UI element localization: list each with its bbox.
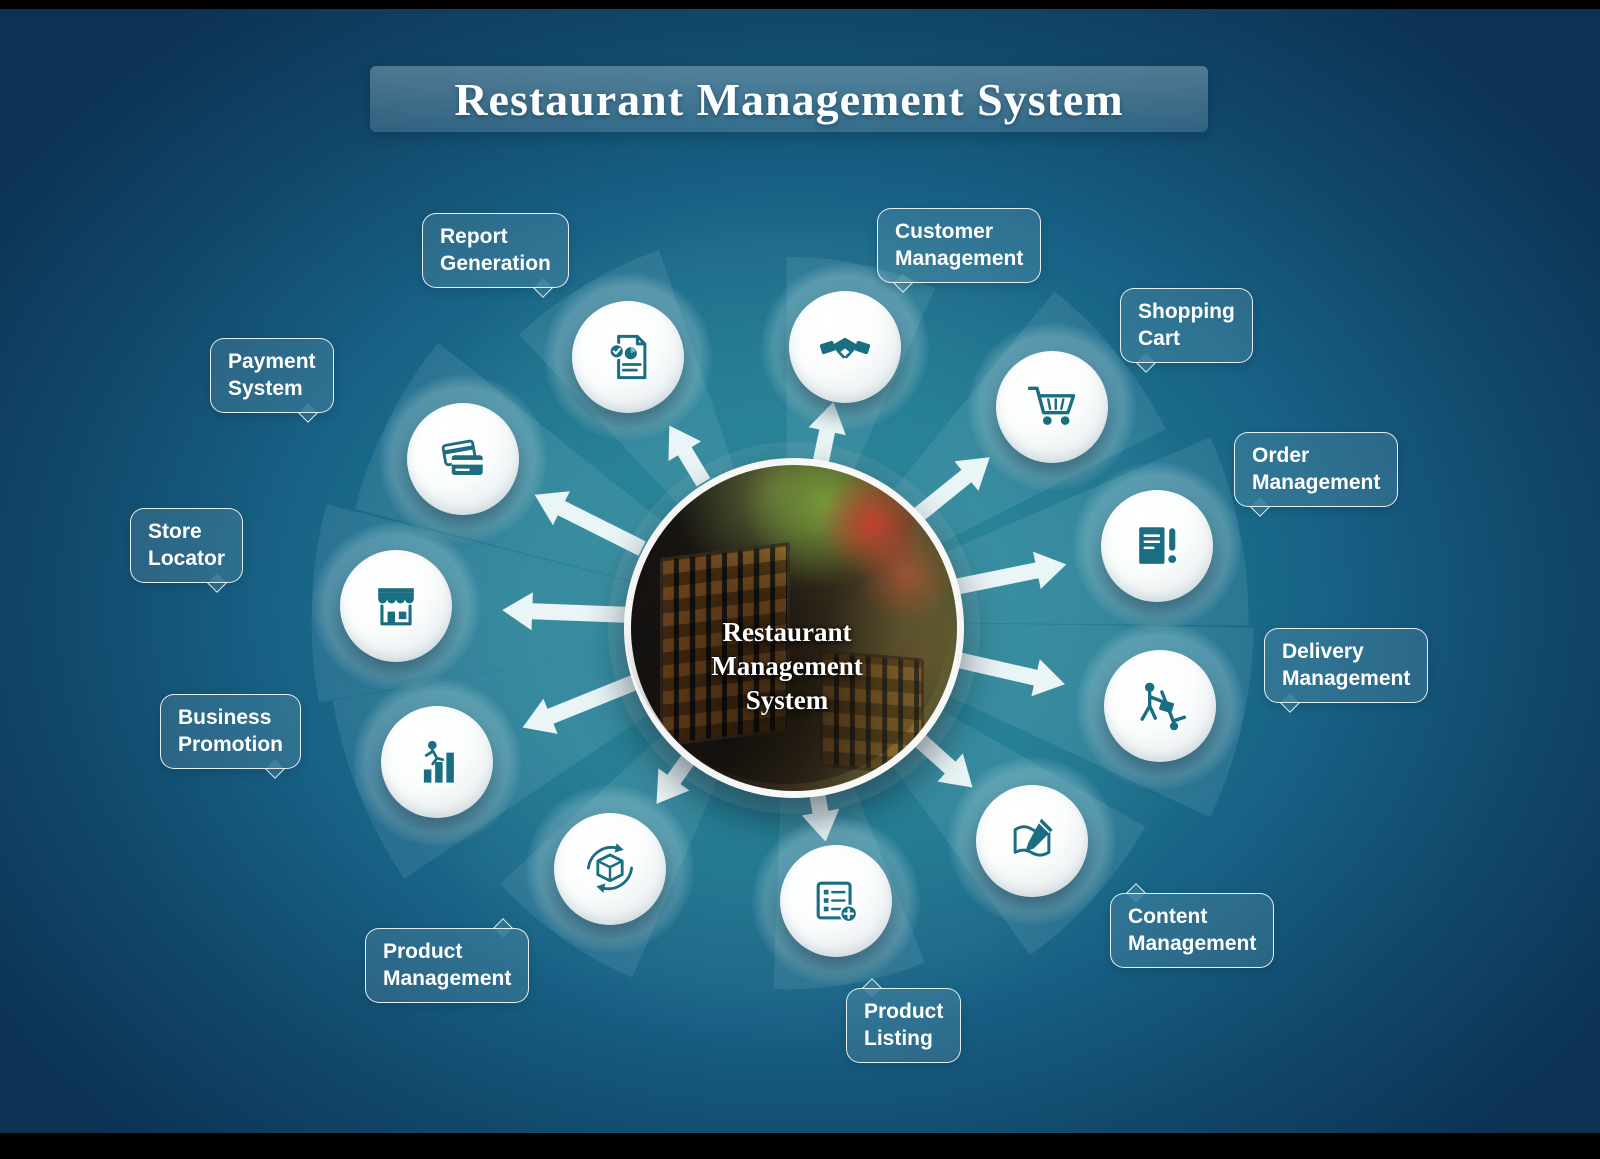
label-store-locator: Store Locator [130, 508, 244, 583]
node-disc [554, 813, 666, 925]
credit-card-icon [441, 439, 483, 475]
label-business-promotion: Business Promotion [160, 694, 301, 769]
storefront-icon [378, 588, 414, 626]
delivery-trolley-icon [1140, 682, 1187, 731]
label-product-management: Product Management [365, 928, 530, 1003]
bubble-text: Customer Management [895, 220, 1024, 271]
page-title-banner: Restaurant Management System [370, 66, 1208, 132]
handshake-icon [819, 337, 871, 359]
growth-chart-icon [423, 740, 454, 783]
label-product-listing: Product Listing [846, 988, 962, 1063]
report-icon [608, 334, 647, 380]
label-delivery-management: Delivery Management [1264, 628, 1429, 703]
node-disc [1101, 490, 1213, 602]
letterbox-top [0, 0, 1600, 9]
label-report-generation: Report Generation [422, 213, 569, 288]
node-disc [1104, 650, 1216, 762]
node-disc [976, 785, 1088, 897]
bubble-text: Business Promotion [178, 706, 283, 757]
bubble-text: Content Management [1128, 905, 1257, 956]
bubble-text: Product Management [383, 940, 512, 991]
bubble-text: Order Management [1252, 444, 1381, 495]
label-shopping-cart: Shopping Cart [1120, 288, 1253, 363]
box-sync-icon [587, 843, 633, 893]
outward-arrow [944, 551, 1067, 597]
shopping-cart-icon [1027, 386, 1076, 425]
outward-arrow [808, 401, 846, 465]
label-content-management: Content Management [1110, 893, 1275, 968]
outward-arrow [668, 425, 711, 487]
outward-arrow [534, 491, 646, 556]
bubble-text: Shopping Cart [1138, 300, 1235, 351]
node-disc [789, 291, 901, 403]
node-disc [381, 706, 493, 818]
order-document-icon [1139, 527, 1177, 564]
node-disc [407, 403, 519, 515]
page-title: Restaurant Management System [454, 73, 1124, 125]
bubble-text: Store Locator [148, 520, 226, 571]
label-payment-system: Payment System [210, 338, 334, 413]
label-customer-management: Customer Management [877, 208, 1042, 283]
letterbox-bottom [0, 1133, 1600, 1159]
center-title: Restaurant Management System [711, 617, 863, 716]
outward-arrow [502, 592, 626, 631]
node-disc [340, 550, 452, 662]
list-add-icon [816, 881, 858, 923]
pencil-document-icon [1013, 818, 1053, 857]
center-photo-shade [624, 458, 950, 784]
bubble-text: Payment System [228, 350, 316, 401]
bubble-text: Product Listing [864, 1000, 944, 1051]
node-disc [780, 845, 892, 957]
node-disc [572, 301, 684, 413]
outward-arrow [943, 649, 1065, 697]
node-disc [996, 351, 1108, 463]
outward-arrow [908, 457, 990, 526]
bubble-text: Report Generation [440, 225, 551, 276]
bubble-text: Delivery Management [1282, 640, 1411, 691]
label-order-management: Order Management [1234, 432, 1399, 507]
outward-arrow [522, 674, 640, 734]
